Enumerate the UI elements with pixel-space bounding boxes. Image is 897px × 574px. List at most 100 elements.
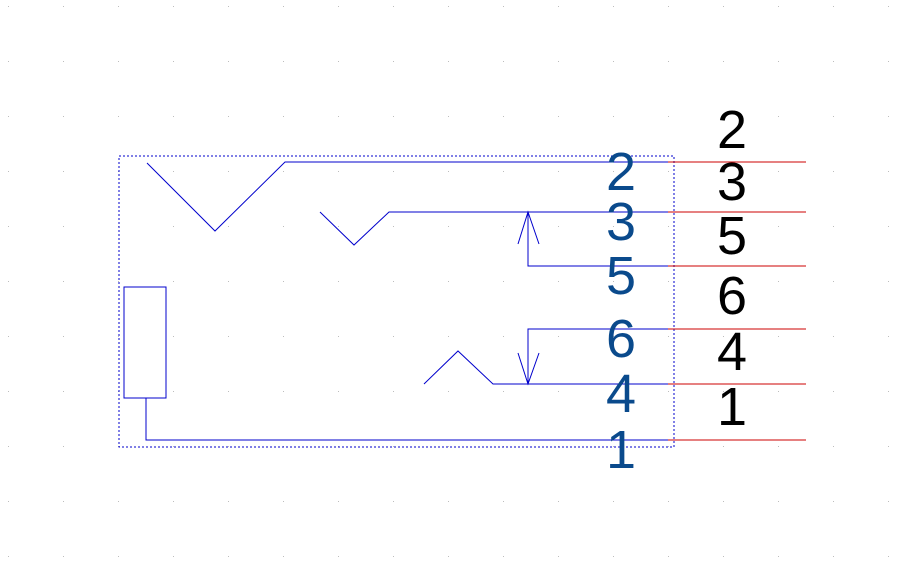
- grid-dot: [448, 171, 449, 172]
- grid-dot: [283, 171, 284, 172]
- grid-dot: [338, 501, 339, 502]
- grid-dot: [63, 226, 64, 227]
- grid-dot: [393, 446, 394, 447]
- grid-dot: [173, 446, 174, 447]
- grid-dot: [668, 116, 669, 117]
- grid-dot: [668, 336, 669, 337]
- grid-dot: [338, 391, 339, 392]
- grid-dot: [393, 501, 394, 502]
- grid-dot: [503, 501, 504, 502]
- grid-dot: [118, 556, 119, 557]
- grid-dot: [173, 556, 174, 557]
- grid-dot: [833, 6, 834, 7]
- switch-6-lead[interactable]: [527, 328, 668, 384]
- grid-dot: [448, 336, 449, 337]
- grid-dot: [118, 336, 119, 337]
- contact-2-spring[interactable]: [146, 161, 668, 232]
- component-body-outline[interactable]: [118, 155, 675, 448]
- grid-dots: [8, 6, 889, 557]
- grid-dot: [228, 446, 229, 447]
- outer-pin-number: 3: [717, 152, 747, 212]
- grid-dot: [338, 336, 339, 337]
- grid-dot: [613, 171, 614, 172]
- grid-dot: [283, 556, 284, 557]
- grid-dot: [173, 391, 174, 392]
- grid-dot: [63, 391, 64, 392]
- switch-5-arrow: [517, 210, 540, 245]
- grid-dot: [338, 116, 339, 117]
- grid-dot: [8, 171, 9, 172]
- grid-dot: [173, 61, 174, 62]
- grid-dot: [228, 391, 229, 392]
- sleeve-1-lead[interactable]: [145, 398, 668, 441]
- grid-dot: [338, 6, 339, 7]
- inner-pin-number: 1: [606, 420, 636, 480]
- grid-dot: [613, 556, 614, 557]
- grid-dot: [8, 501, 9, 502]
- grid-dot: [228, 61, 229, 62]
- grid-dot: [393, 61, 394, 62]
- grid-dot: [503, 556, 504, 557]
- grid-dot: [63, 281, 64, 282]
- grid-dot: [283, 281, 284, 282]
- inner-pin-number: 4: [606, 364, 636, 424]
- grid-dot: [668, 446, 669, 447]
- grid-dot: [668, 226, 669, 227]
- grid-dot: [448, 391, 449, 392]
- grid-dot: [778, 281, 779, 282]
- grid-dot: [833, 226, 834, 227]
- grid-dot: [283, 61, 284, 62]
- grid-dot: [393, 171, 394, 172]
- grid-dot: [393, 116, 394, 117]
- grid-dot: [228, 171, 229, 172]
- grid-dot: [63, 116, 64, 117]
- grid-dot: [558, 501, 559, 502]
- grid-dot: [8, 281, 9, 282]
- grid-dot: [558, 391, 559, 392]
- grid-dot: [503, 6, 504, 7]
- grid-dot: [448, 556, 449, 557]
- grid-dot: [888, 61, 889, 62]
- grid-dot: [503, 336, 504, 337]
- grid-dot: [8, 446, 9, 447]
- grid-dot: [8, 556, 9, 557]
- grid-dot: [393, 556, 394, 557]
- grid-dot: [558, 281, 559, 282]
- grid-dot: [778, 226, 779, 227]
- switch-5-lead[interactable]: [527, 212, 668, 267]
- sleeve-contact-body[interactable]: [123, 286, 167, 399]
- grid-dot: [228, 501, 229, 502]
- inner-pin-number: 3: [606, 192, 636, 252]
- grid-dot: [558, 556, 559, 557]
- contact-4-spring[interactable]: [423, 350, 668, 385]
- grid-dot: [448, 226, 449, 227]
- grid-dot: [668, 6, 669, 7]
- grid-dot: [558, 226, 559, 227]
- grid-dot: [613, 391, 614, 392]
- grid-dot: [8, 116, 9, 117]
- grid-dot: [118, 501, 119, 502]
- grid-dot: [8, 226, 9, 227]
- grid-dot: [778, 61, 779, 62]
- grid-dot: [118, 61, 119, 62]
- grid-dot: [668, 556, 669, 557]
- grid-dot: [888, 116, 889, 117]
- grid-dot: [888, 336, 889, 337]
- grid-dot: [63, 336, 64, 337]
- grid-dot: [283, 501, 284, 502]
- grid-dot: [393, 281, 394, 282]
- grid-dot: [448, 446, 449, 447]
- grid-dot: [778, 446, 779, 447]
- grid-dot: [613, 281, 614, 282]
- grid-dot: [448, 61, 449, 62]
- grid-dot: [393, 226, 394, 227]
- grid-dot: [173, 501, 174, 502]
- inner-pin-number: 2: [606, 142, 636, 202]
- grid-dot: [393, 6, 394, 7]
- grid-dot: [503, 281, 504, 282]
- grid-dot: [173, 226, 174, 227]
- grid-dot: [833, 501, 834, 502]
- grid-dot: [613, 446, 614, 447]
- grid-dot: [668, 61, 669, 62]
